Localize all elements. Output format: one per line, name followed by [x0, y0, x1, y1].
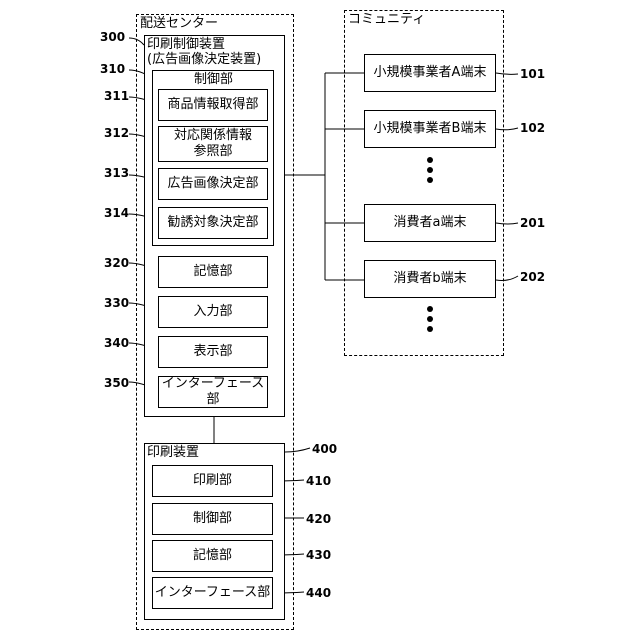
terminal-business-b-label: 小規模事業者B端末	[374, 121, 487, 137]
interface-unit-label: インターフェース部	[159, 376, 267, 408]
product-info-acquisition-label: 商品情報取得部	[167, 97, 258, 113]
ad-image-decision-unit: 広告画像決定部	[158, 168, 268, 200]
printer-control-label: 制御部	[193, 511, 232, 527]
printing-unit-label: 印刷部	[193, 473, 232, 489]
ref-313: 313	[104, 166, 129, 180]
terminal-consumer-a-label: 消費者a端末	[394, 215, 467, 231]
printer-title: 印刷装置	[147, 445, 199, 460]
input-unit-label: 入力部	[193, 304, 232, 320]
solicitation-target-unit: 勧誘対象決定部	[158, 207, 268, 239]
terminal-business-b: 小規模事業者B端末	[364, 110, 496, 148]
storage-unit-label: 記憶部	[193, 264, 232, 280]
ref-102: 102	[520, 121, 545, 135]
community-title: コミュニティ	[348, 12, 425, 27]
product-info-acquisition-unit: 商品情報取得部	[158, 89, 268, 121]
terminal-consumer-a: 消費者a端末	[364, 204, 496, 242]
ref-314: 314	[104, 206, 129, 220]
printing-unit: 印刷部	[152, 465, 273, 497]
ref-312: 312	[104, 126, 129, 140]
ref-420: 420	[306, 512, 331, 526]
solicitation-target-label: 勧誘対象決定部	[167, 215, 258, 231]
ad-image-decision-label: 広告画像決定部	[167, 176, 258, 192]
ellipsis-dot	[427, 326, 433, 332]
ref-410: 410	[306, 474, 331, 488]
ref-330: 330	[104, 296, 129, 310]
ref-101: 101	[520, 67, 545, 81]
ellipsis-dot	[427, 157, 433, 163]
printer-storage-unit: 記憶部	[152, 540, 273, 572]
display-unit-label: 表示部	[193, 344, 232, 360]
ref-202: 202	[520, 270, 545, 284]
correspondence-reference-label-2: 参照部	[193, 144, 232, 160]
display-unit: 表示部	[158, 336, 268, 368]
terminal-consumer-b-label: 消費者b端末	[393, 271, 466, 287]
correspondence-reference-label-1: 対応関係情報	[174, 128, 252, 144]
ref-440: 440	[306, 586, 331, 600]
ref-430: 430	[306, 548, 331, 562]
terminal-business-a: 小規模事業者A端末	[364, 54, 496, 92]
ref-400: 400	[312, 442, 337, 456]
printer-interface-label: インターフェース部	[155, 585, 271, 601]
control-unit-title: 制御部	[194, 72, 233, 87]
ellipsis-dot	[427, 306, 433, 312]
distribution-center-title: 配送センター	[140, 16, 218, 31]
ref-320: 320	[104, 256, 129, 270]
ref-310: 310	[100, 62, 125, 76]
ellipsis-dot	[427, 316, 433, 322]
terminal-business-a-label: 小規模事業者A端末	[374, 65, 487, 81]
input-unit: 入力部	[158, 296, 268, 328]
ref-340: 340	[104, 336, 129, 350]
correspondence-reference-unit: 対応関係情報 参照部	[158, 126, 268, 162]
ref-350: 350	[104, 376, 129, 390]
ellipsis-dot	[427, 167, 433, 173]
storage-unit: 記憶部	[158, 256, 268, 288]
ref-311: 311	[104, 89, 129, 103]
ref-300: 300	[100, 30, 125, 44]
printer-control-unit: 制御部	[152, 503, 273, 535]
ref-201: 201	[520, 216, 545, 230]
interface-unit: インターフェース部	[158, 376, 268, 408]
printer-interface-unit: インターフェース部	[152, 577, 273, 609]
ellipsis-dot	[427, 177, 433, 183]
terminal-consumer-b: 消費者b端末	[364, 260, 496, 298]
print-control-subtitle: (広告画像決定装置)	[147, 52, 261, 67]
print-control-title: 印刷制御装置	[147, 37, 225, 52]
printer-storage-label: 記憶部	[193, 548, 232, 564]
